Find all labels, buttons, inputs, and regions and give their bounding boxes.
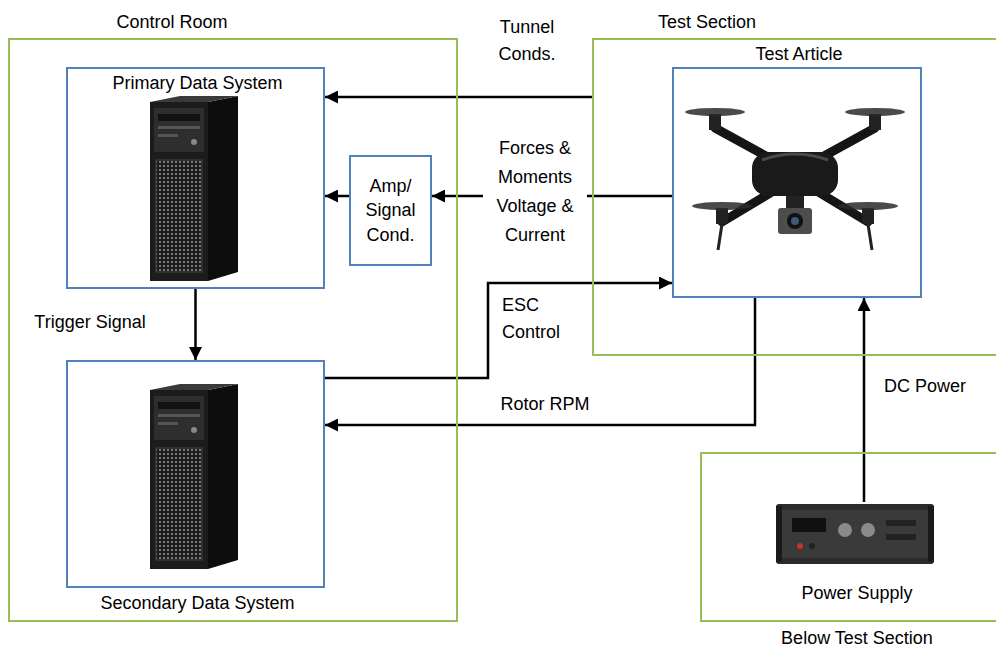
region-box: Test SectionTest Article [592, 38, 996, 356]
signal-arrow [863, 298, 866, 502]
edge-label: Rotor RPM [498, 391, 591, 418]
edge-label: DC Power [882, 373, 968, 400]
region-title: Test Section [658, 12, 756, 34]
test-article-box: Test Article [672, 67, 922, 298]
region-box: Below Test SectionPower Supply [700, 452, 996, 622]
device-label: Power Supply [801, 583, 912, 605]
region-title: Control Room [116, 12, 227, 34]
system-box: Primary Data System [66, 67, 325, 289]
system-box: Secondary Data System [66, 360, 325, 588]
signal-arrow [325, 283, 672, 378]
edge-label: Tunnel Conds. [485, 14, 569, 68]
edge-label: ESC Control [500, 292, 584, 346]
computer-tower [150, 384, 238, 569]
box-title: Amp/ Signal Cond. [355, 174, 426, 247]
signal-arrow [194, 289, 197, 360]
process-box: Amp/ Signal Cond. [349, 155, 432, 266]
box-title: Primary Data System [112, 73, 282, 95]
power-supply-illustration [776, 504, 934, 564]
drone-illustration [685, 108, 905, 250]
region-title: Below Test Section [781, 628, 933, 650]
power-supply-unit: Power Supply [777, 502, 937, 608]
signal-arrow [325, 195, 349, 198]
box-title: Secondary Data System [100, 593, 294, 615]
computer-tower [150, 96, 238, 281]
signal-arrow [325, 96, 592, 99]
edge-label: Trigger Signal [32, 309, 147, 336]
edge-label: Forces & Moments Voltage & Current [483, 134, 587, 250]
box-title: Test Article [755, 44, 842, 66]
